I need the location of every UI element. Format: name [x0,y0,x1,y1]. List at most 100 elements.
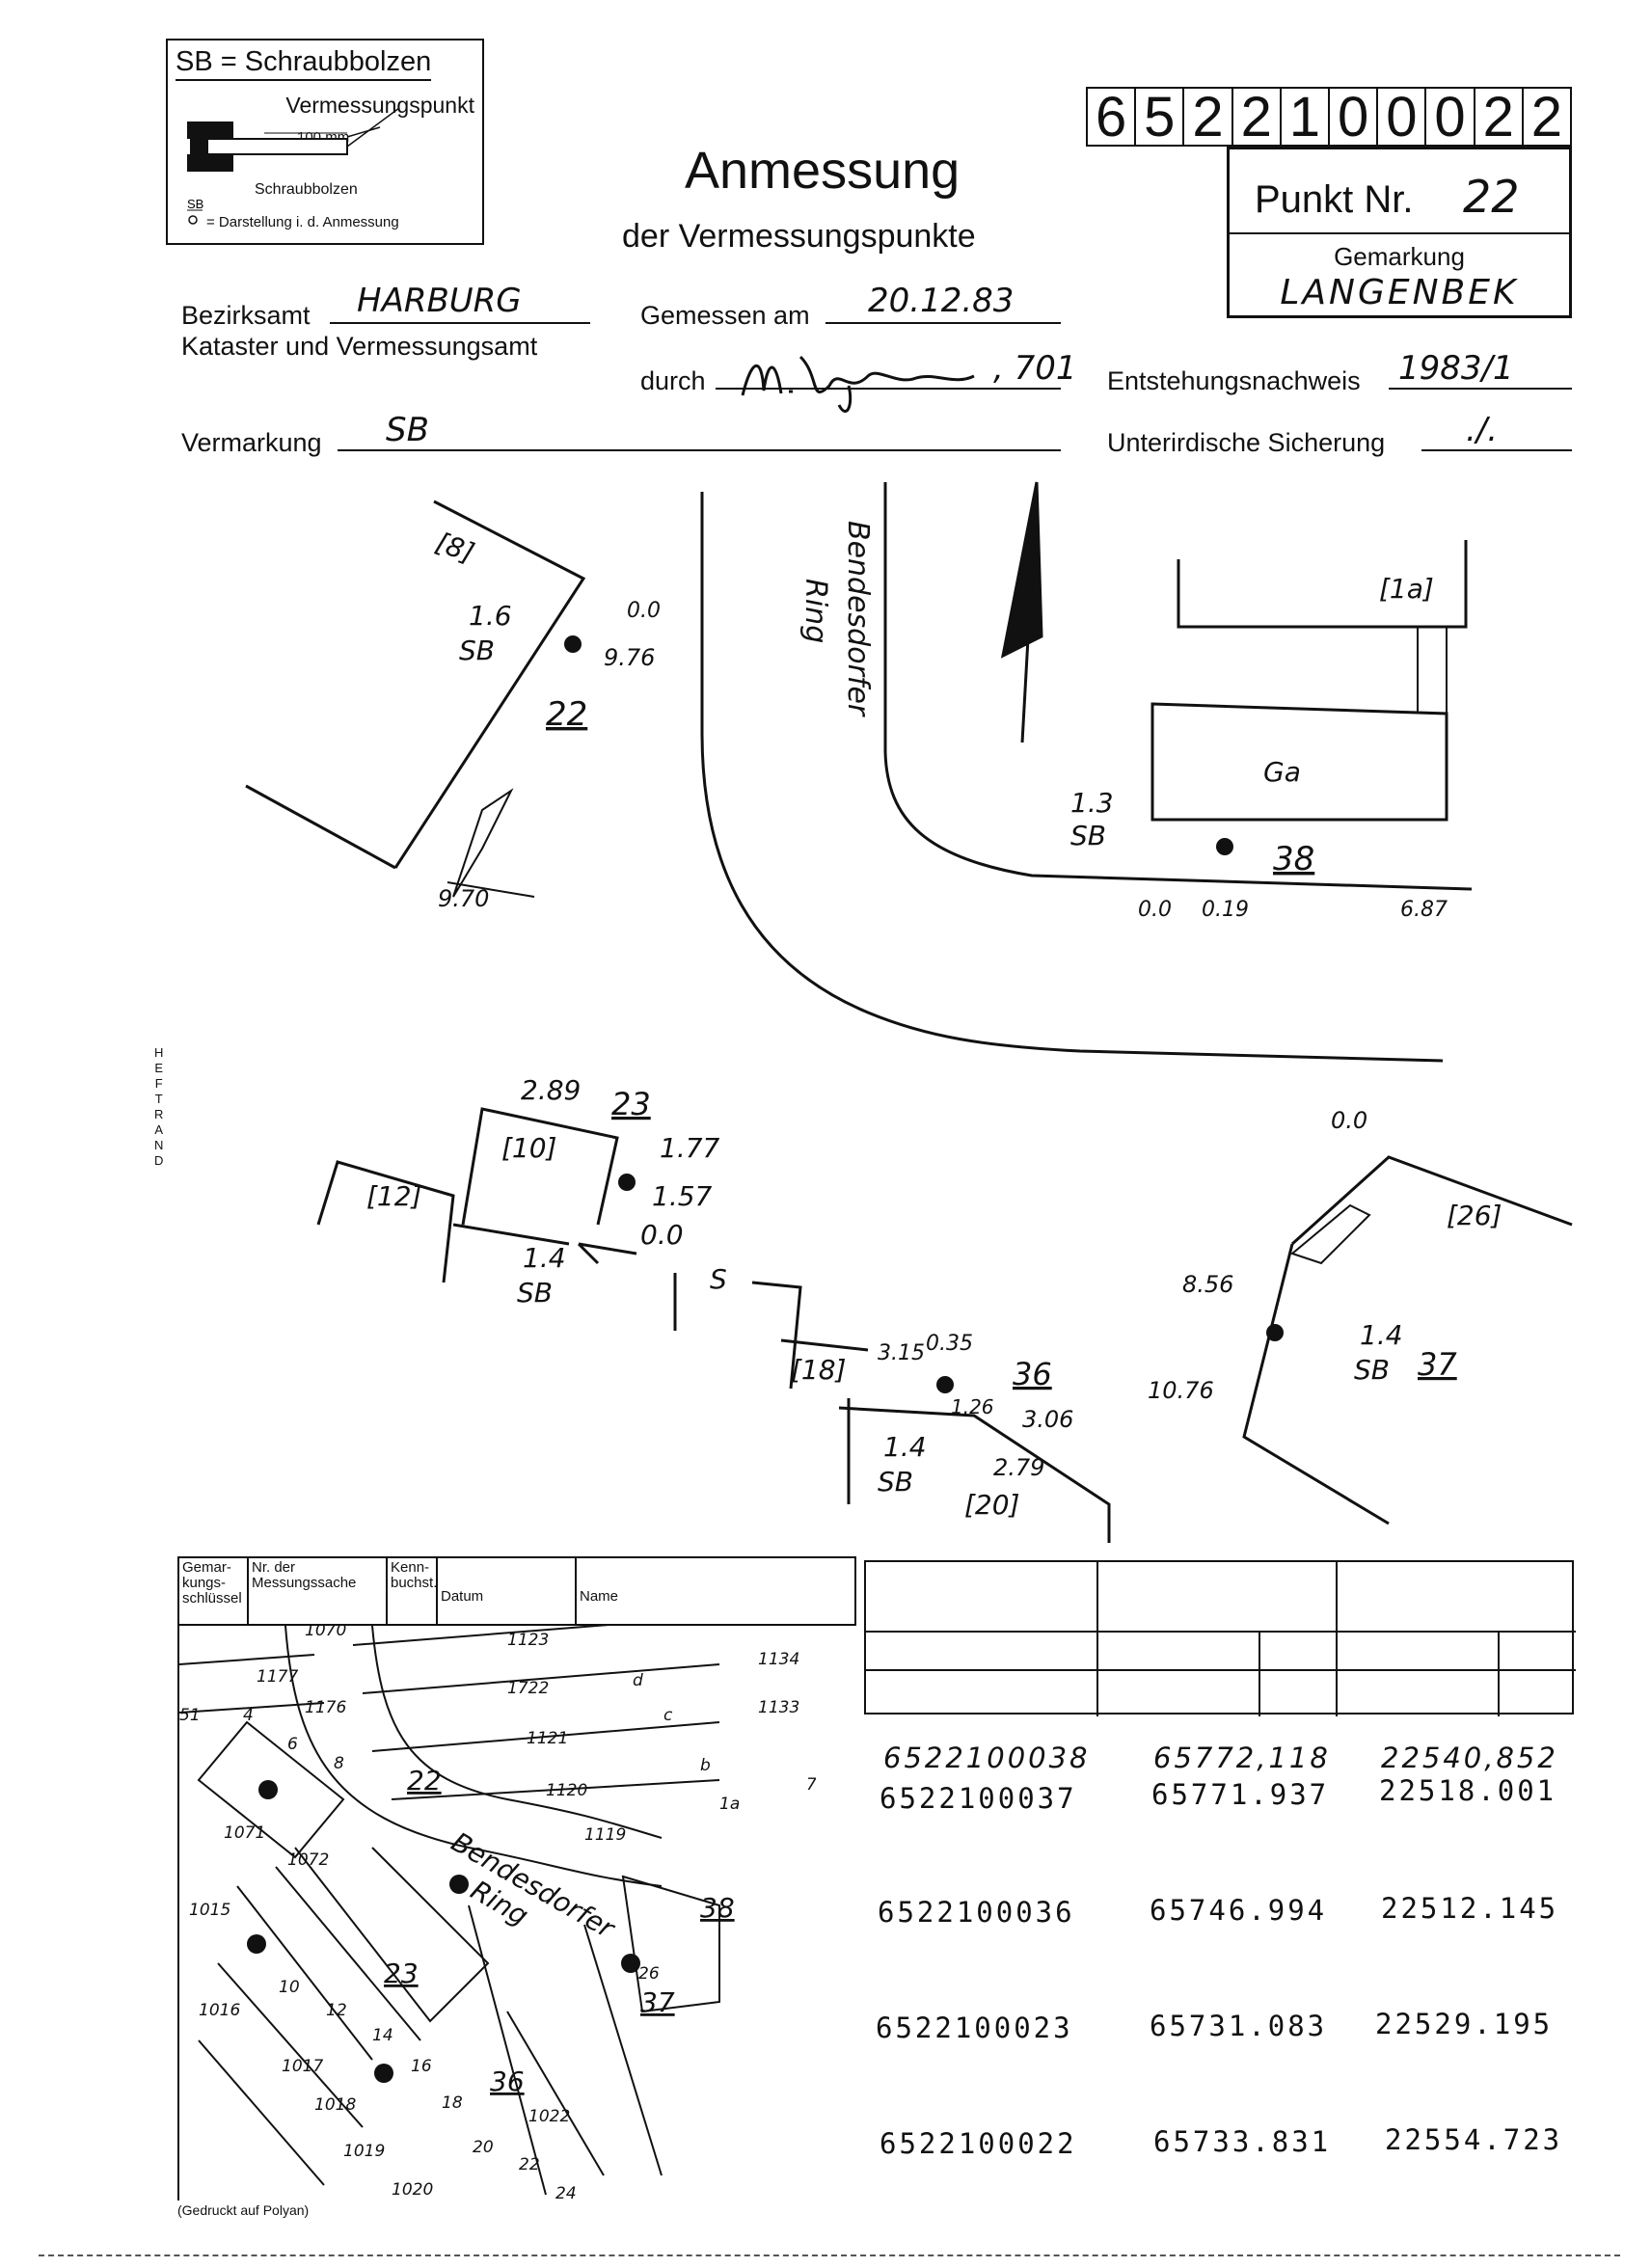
legend-bolt-label: Schraubbolzen [255,181,358,198]
parcel-1072: 1072 [287,1850,329,1870]
sketch-street-name-2: Ring [798,579,832,643]
digit: 0 [1330,89,1379,147]
parcel-1a: 1a [719,1795,740,1814]
digit: 6 [1088,89,1137,147]
durch-suffix: , 701 [993,349,1077,388]
label-m687: 6.87 [1400,898,1448,922]
parcel-26: 26 [638,1964,660,1984]
map-point-38: 38 [700,1892,735,1924]
parcel-10: 10 [279,1978,300,1997]
gemessen-value: 20.12.83 [868,282,1015,320]
parcel-1120: 1120 [546,1781,587,1800]
parcel-1022: 1022 [528,2107,570,2126]
entstehung-value: 1983/1 [1398,349,1514,388]
coord-id-36: 6522100036 [878,1896,1075,1929]
label-p37: 37 [1418,1346,1457,1383]
legend-symbol-note: = Darstellung i. d. Anmessung [206,214,399,230]
label-m00a: 0.0 [627,599,661,623]
parcel-1123: 1123 [507,1631,549,1650]
gemessen-label: Gemessen am [640,301,810,330]
survey-sketch: Bendesdorfer Ring [8] [1a] Ga 1.6 SB 22 … [245,481,1573,1543]
coord-header-table [864,1560,1576,1716]
parcel-1070: 1070 [305,1621,346,1640]
coord-x-38: 65772,118 [1153,1742,1331,1774]
label-m157: 1.57 [652,1180,713,1212]
coord-y-22: 22554.723 [1385,2123,1563,2156]
label-m00c: 0.0 [640,1219,684,1251]
signature [741,355,975,413]
parcel-1177: 1177 [257,1667,298,1687]
label-p23: 23 [611,1086,651,1122]
parcel-14: 14 [372,2026,393,2045]
label-m856: 8.56 [1182,1271,1233,1298]
parcel-1018: 1018 [314,2095,356,2115]
parcel-1119: 1119 [584,1825,626,1845]
sketch-street-name: Bendesdorfer [841,521,875,717]
digit: 2 [1184,89,1233,147]
label-sb-37: SB [1354,1354,1390,1386]
label-p36: 36 [1013,1356,1052,1392]
label-sb13: 1.3 [1070,787,1114,819]
label-m315: 3.15 [878,1341,925,1365]
vermarkung-label: Vermarkung [181,428,322,457]
legend-box: SB = Schraubbolzen Vermessungspunkt 100 … [166,39,484,245]
parcel-6: 6 [287,1735,298,1754]
label-m126: 1.26 [951,1395,994,1418]
map-point-36: 36 [490,2066,525,2097]
digit: 2 [1233,89,1282,147]
label-m976: 9.76 [604,644,655,671]
map-footer: (Gedruckt auf Polyan) [177,2202,310,2218]
durch-label: durch [640,366,706,395]
parcel-1121: 1121 [527,1729,568,1748]
label-sb-38: SB [1070,820,1106,851]
parcel-4: 4 [243,1706,254,1725]
label-m306: 3.06 [1022,1406,1073,1433]
parcel-1071: 1071 [224,1823,265,1843]
header-datum: Datum [438,1558,577,1624]
label-sb-36: SB [878,1466,913,1498]
svg-text:SB: SB [187,197,203,211]
label-b8: [8] [432,526,479,570]
coord-id-23: 6522100023 [876,2012,1073,2044]
coord-y-38: 22540,852 [1381,1742,1558,1774]
page-subtitle: der Vermessungspunkte [622,218,976,255]
label-s: S [710,1263,727,1295]
legend-vermessungspunkt: Vermessungspunkt [285,93,474,118]
parcel-1176: 1176 [305,1698,346,1717]
parcel-22: 22 [519,2155,540,2174]
coord-id-38: 6522100038 [883,1742,1091,1774]
digit: 2 [1530,86,1563,148]
label-sb14b: 1.4 [883,1431,927,1463]
page-title: Anmessung [685,142,961,200]
parcel-d: d [633,1671,643,1690]
gemarkung-label: Gemarkung [1334,242,1465,271]
coord-x-37: 65771.937 [1151,1778,1330,1811]
label-m970: 9.70 [438,885,489,912]
parcel-b: b [700,1756,711,1775]
label-m019: 0.19 [1202,898,1249,922]
coord-id-37: 6522100037 [880,1782,1077,1815]
parcel-18: 18 [442,2093,463,2113]
cadastral-map: 1070 1177 1176 1123 1134 1722 1133 51 11… [177,1556,816,2200]
coord-y-37: 22518.001 [1379,1774,1557,1807]
parcel-1016: 1016 [199,2001,240,2020]
digit: 1 [1282,89,1331,147]
punkt-box: Punkt Nr. 22 Gemarkung LANGENBEK [1227,147,1572,318]
label-m00e: 0.0 [1331,1107,1367,1134]
parcel-20: 20 [473,2138,494,2157]
label-b20: [20] [964,1489,1019,1521]
bezirksamt-label: Bezirksamt [181,301,311,330]
digit: 0 [1378,89,1427,147]
label-b10: [10] [501,1132,556,1164]
coord-x-36: 65746.994 [1150,1894,1328,1927]
parcel-1019: 1019 [343,2142,385,2161]
label-m035: 0.35 [926,1332,973,1356]
digit: 0 [1426,89,1475,147]
parcel-51: 51 [179,1706,201,1725]
label-b12: [12] [366,1180,421,1212]
map-point-22: 22 [407,1765,442,1796]
label-m279: 2.79 [993,1454,1044,1481]
